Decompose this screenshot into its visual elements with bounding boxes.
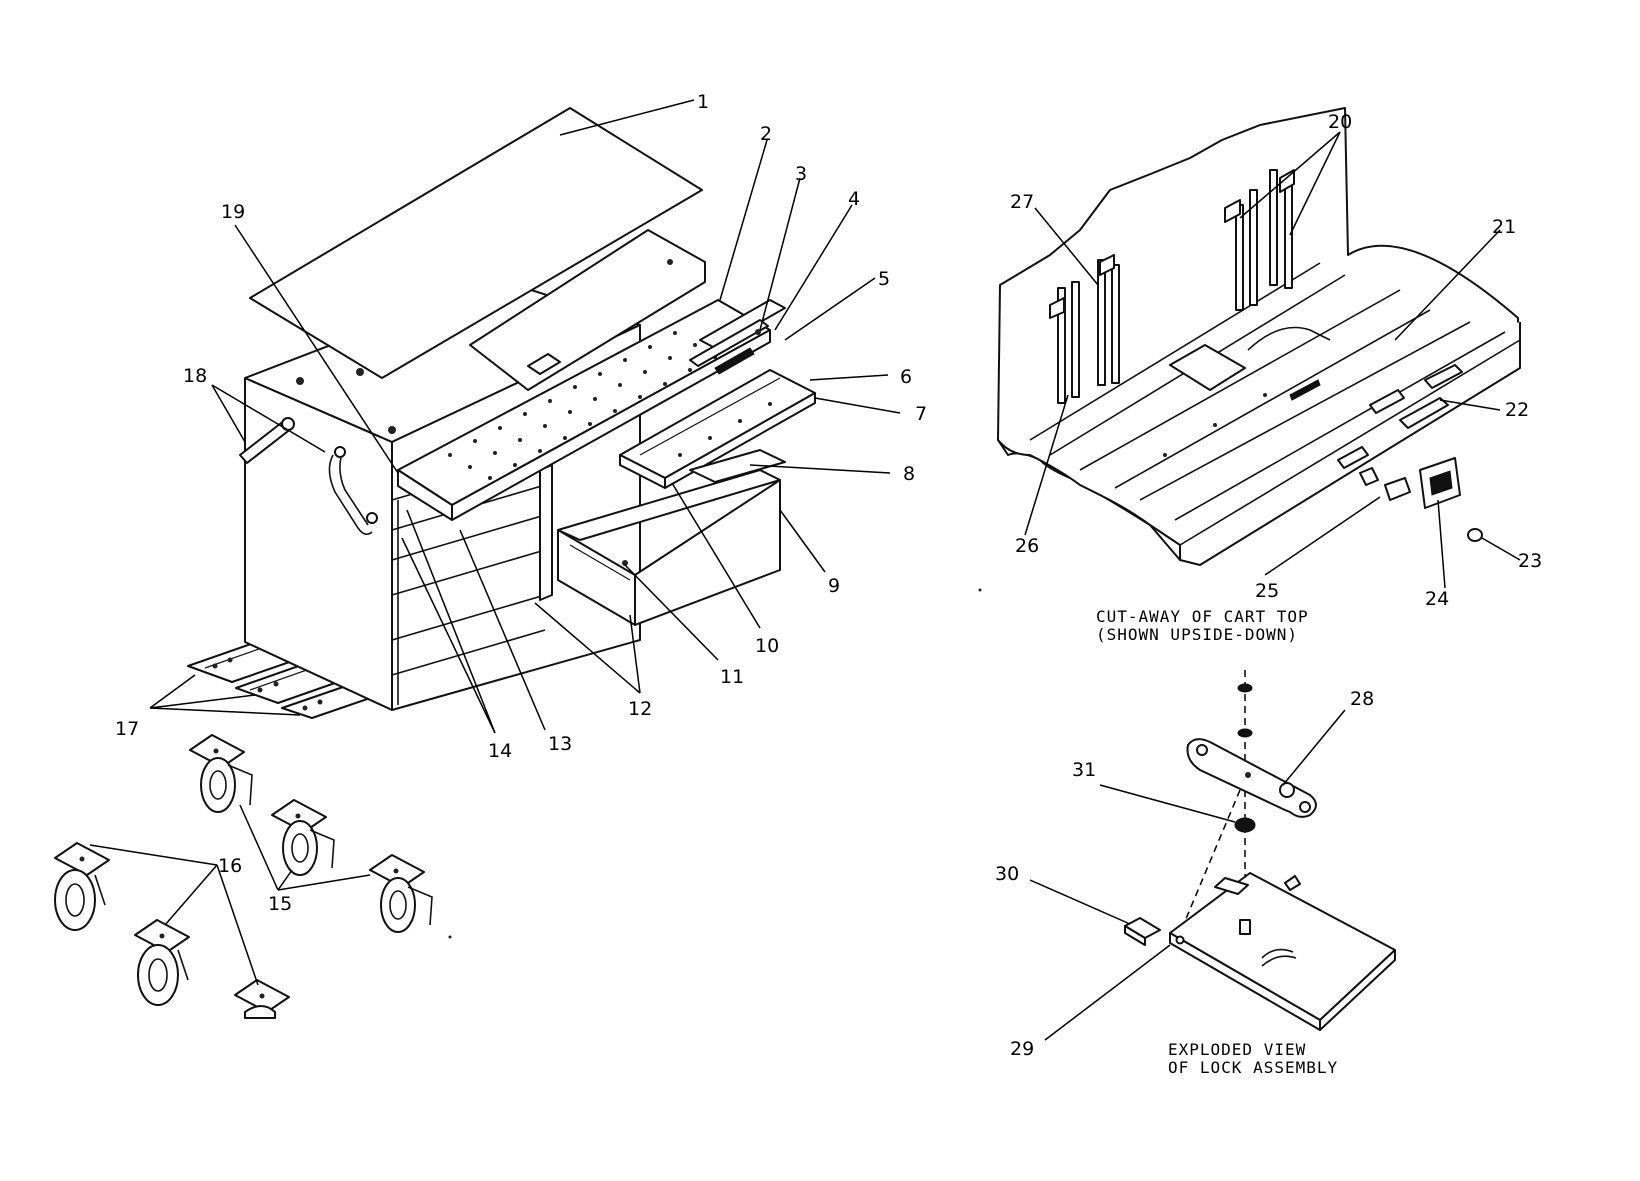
part-number: 15 [268, 893, 292, 915]
caster-wheels [54, 734, 433, 1019]
part-number: 24 [1425, 588, 1449, 610]
caption-cart-top: CUT-AWAY OF CART TOP (SHOWN UPSIDE-DOWN) [1096, 607, 1309, 644]
caster-15a [189, 734, 253, 813]
part-number: 21 [1492, 216, 1516, 238]
part-number: 13 [548, 733, 572, 755]
top-panel [249, 107, 703, 379]
leaders-left [89, 99, 901, 986]
part-number: 19 [221, 201, 245, 223]
part-number: 2 [760, 123, 772, 145]
caster-15c [369, 854, 433, 933]
tray-drawer [619, 369, 816, 489]
open-drawer [557, 449, 786, 626]
part-number: 18 [183, 365, 207, 387]
part-number: 1 [697, 91, 709, 113]
lock-rods [1049, 169, 1295, 404]
part-number: 23 [1518, 550, 1542, 572]
part-number: 3 [795, 163, 807, 185]
caster-16a [54, 842, 110, 931]
part-number: 7 [915, 403, 927, 425]
part-number: 14 [488, 740, 512, 762]
part-number: 5 [878, 268, 890, 290]
caption-line: EXPLODED VIEW [1168, 1040, 1306, 1059]
part-number: 8 [903, 463, 915, 485]
cart-top-cutaway [997, 107, 1521, 566]
caption-line: (SHOWN UPSIDE-DOWN) [1096, 625, 1298, 644]
part-number: 25 [1255, 580, 1279, 602]
tool-cart-assembly: 1 2 3 4 5 6 7 8 9 10 11 12 13 14 15 16 1… [54, 91, 927, 1019]
part-number: 22 [1505, 399, 1529, 421]
part-number: 26 [1015, 535, 1039, 557]
caster-15b [271, 799, 335, 876]
caster-16b [134, 919, 190, 1006]
caption-line: CUT-AWAY OF CART TOP [1096, 607, 1309, 626]
part-number: 10 [755, 635, 779, 657]
part-number: 12 [628, 698, 652, 720]
lock-assembly-exploded [1124, 670, 1396, 1031]
top-lid [469, 229, 706, 391]
part-labels-right-top: 20 21 22 23 24 25 26 27 [1010, 111, 1542, 610]
part-number: 17 [115, 718, 139, 740]
part-number: 29 [1010, 1038, 1034, 1060]
part-number: 27 [1010, 191, 1034, 213]
part-number: 20 [1328, 111, 1352, 133]
caster-16c [234, 979, 290, 1019]
caption-lock-assembly: EXPLODED VIEW OF LOCK ASSEMBLY [1168, 1040, 1338, 1077]
leaders-right-bottom [1029, 709, 1346, 1041]
pegboard-shelf [397, 299, 786, 521]
part-number: 28 [1350, 688, 1374, 710]
part-number: 9 [828, 575, 840, 597]
part-number: 30 [995, 863, 1019, 885]
part-number: 6 [900, 366, 912, 388]
part-number: 31 [1072, 759, 1096, 781]
part-number: 4 [848, 188, 860, 210]
part-labels-left: 1 2 3 4 5 6 7 8 9 10 11 12 13 14 15 16 1… [115, 91, 927, 915]
part-number: 16 [218, 855, 242, 877]
part-number: 11 [720, 666, 744, 688]
side-handles [239, 417, 378, 536]
part-labels-right-bottom: 28 29 30 31 [995, 688, 1374, 1060]
leaders-right-top [978, 131, 1521, 592]
caption-line: OF LOCK ASSEMBLY [1168, 1058, 1338, 1077]
